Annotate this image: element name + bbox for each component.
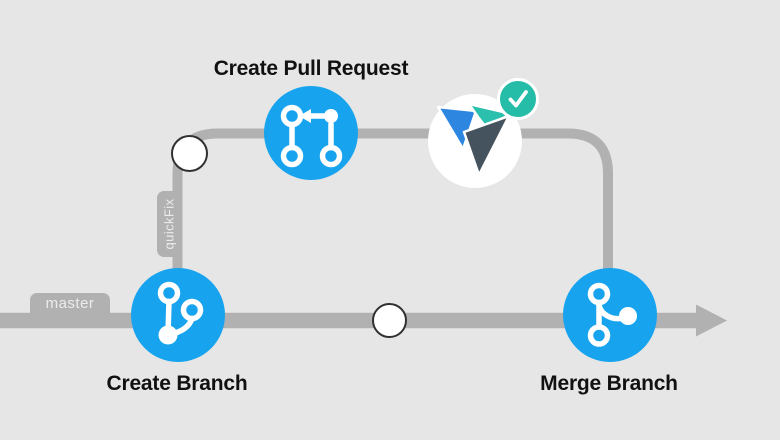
- create-pull-request-node: [264, 86, 358, 180]
- commit-dot: [372, 303, 407, 338]
- quickfix-branch-tag-label: quickFix: [161, 198, 176, 250]
- create-branch-node: [131, 268, 225, 362]
- merge-branch-label: Merge Branch: [540, 372, 678, 395]
- merge-branch-node: [563, 268, 657, 362]
- git-merge-icon: [587, 282, 637, 347]
- create-pull-request-label: Create Pull Request: [213, 57, 409, 80]
- master-branch-tag: master: [30, 293, 110, 314]
- git-pull-request-icon: [280, 104, 343, 168]
- master-branch-tag-label: master: [45, 295, 95, 312]
- feature-branch-line: [172, 128, 613, 320]
- commit-dot: [171, 135, 208, 172]
- triangle-logo: [436, 102, 514, 177]
- quickfix-branch-tag: quickFix: [157, 191, 180, 257]
- logo-circle: [428, 94, 522, 188]
- git-branch-icon: [157, 281, 204, 345]
- master-arrowhead-icon: [696, 304, 727, 337]
- create-branch-label: Create Branch: [106, 372, 248, 395]
- check-badge: [497, 78, 539, 120]
- check-icon: [508, 90, 528, 108]
